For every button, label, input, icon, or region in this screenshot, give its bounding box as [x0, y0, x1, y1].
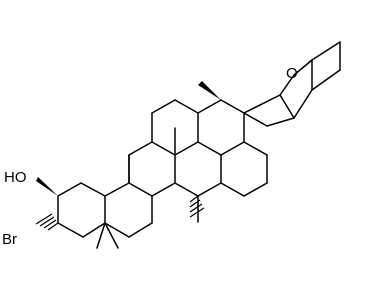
bond — [174, 141, 199, 156]
bond — [128, 182, 153, 197]
bond — [151, 141, 176, 156]
bond — [57, 182, 82, 197]
bond — [128, 222, 153, 238]
bond — [266, 117, 295, 127]
bond — [220, 182, 245, 197]
ether-oxygen-label: O — [286, 65, 298, 82]
bond — [174, 99, 199, 114]
wedge-bond — [198, 81, 221, 100]
bond — [311, 41, 341, 61]
bond — [220, 141, 245, 156]
bond — [96, 222, 106, 249]
bond — [279, 74, 295, 96]
bond — [82, 222, 106, 238]
hydroxyl-label: HO — [4, 169, 27, 186]
bond — [197, 182, 222, 197]
bond — [220, 99, 245, 114]
bond — [128, 141, 153, 156]
bond — [197, 99, 222, 114]
bond — [243, 182, 268, 197]
bond — [104, 182, 130, 197]
wedge-bond — [36, 177, 58, 196]
bond — [151, 99, 176, 114]
bond — [57, 222, 84, 238]
bond — [80, 182, 106, 197]
hash-bond — [35, 213, 59, 231]
bond — [243, 94, 281, 114]
bond — [197, 141, 222, 156]
bond — [293, 59, 313, 76]
bond — [243, 141, 268, 156]
bond — [104, 222, 119, 249]
skeleton-bonds — [57, 41, 341, 249]
bond — [311, 69, 341, 91]
hash-bond — [189, 195, 205, 218]
bond — [279, 94, 295, 119]
bond — [174, 182, 199, 197]
bond — [104, 222, 130, 238]
bond — [151, 182, 176, 197]
bond — [293, 89, 313, 119]
bond — [243, 112, 268, 127]
bromine-label: Br — [2, 231, 17, 248]
